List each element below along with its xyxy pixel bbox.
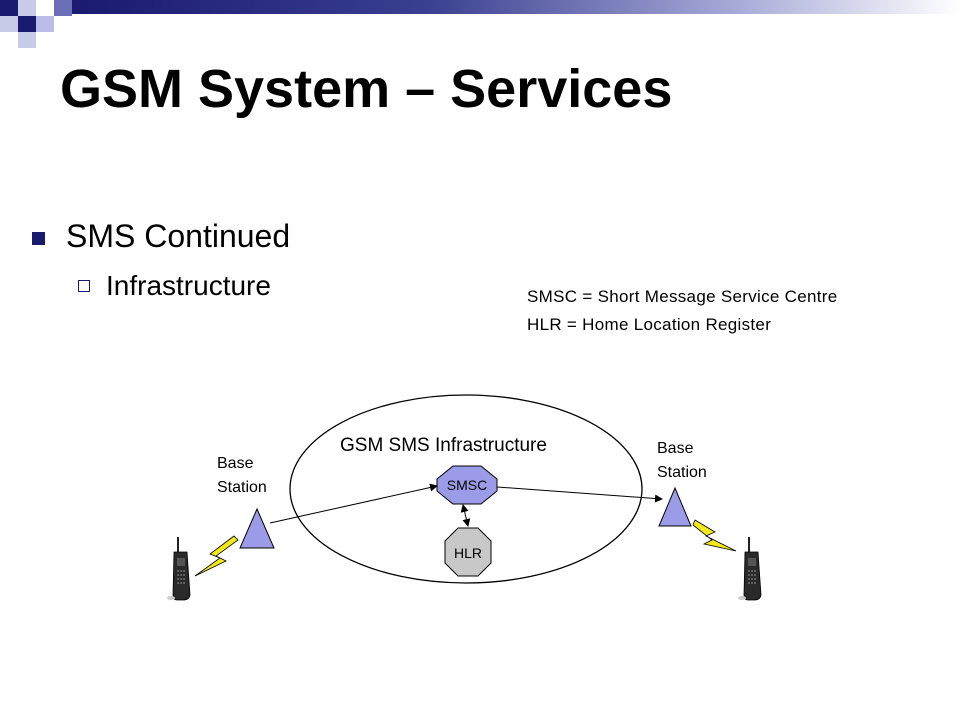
hlr-label: HLR: [454, 545, 482, 561]
smsc-hlr-link-arrow: [460, 504, 471, 527]
square-bullet-icon: [32, 232, 45, 245]
header-band: [72, 0, 960, 14]
left-base-station-icon: [239, 507, 275, 549]
hollow-square-bullet-icon: [78, 280, 90, 292]
left-station-to-smsc-arrow: [269, 483, 438, 524]
definition-hlr: HLR = Home Location Register: [527, 315, 772, 334]
left-base-station-label-line2: Station: [217, 479, 267, 496]
right-lightning-icon: [692, 519, 737, 552]
infrastructure-ellipse: [289, 394, 643, 584]
definition-smsc: SMSC = Short Message Service Centre: [527, 287, 838, 306]
right-phone-icon: [738, 537, 762, 601]
right-base-station-icon: [658, 486, 692, 527]
hlr-node: HLR: [444, 527, 492, 577]
slide-title: GSM System – Services: [60, 59, 673, 119]
smsc-to-right-station-arrow: [496, 486, 663, 503]
right-base-station-label-line2: Station: [657, 464, 707, 481]
left-lightning-icon: [194, 535, 239, 577]
left-base-station-label-line1: Base: [217, 455, 254, 472]
bullet-level-2-text: Infrastructure: [106, 270, 271, 301]
right-base-station-label-line1: Base: [657, 440, 694, 457]
smsc-node: SMSC: [436, 465, 498, 505]
bullet-level-1-text: SMS Continued: [66, 218, 291, 254]
left-phone-icon: [167, 537, 191, 601]
infrastructure-label: GSM SMS Infrastructure: [340, 435, 547, 456]
smsc-label: SMSC: [447, 477, 487, 493]
